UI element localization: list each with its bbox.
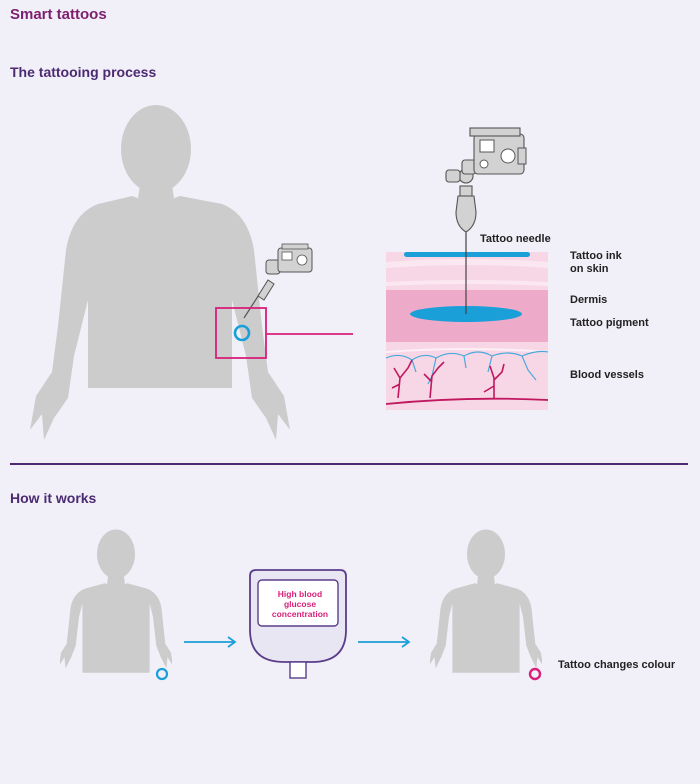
label-dermis: Dermis bbox=[570, 294, 608, 306]
label-tattoo-changes: Tattoo changes colour bbox=[558, 659, 676, 671]
human-figure-after bbox=[430, 529, 542, 673]
human-figure-before bbox=[60, 529, 172, 673]
section-title-process: The tattooing process bbox=[10, 64, 157, 80]
human-figure-large bbox=[30, 105, 290, 440]
skin-cross-section bbox=[385, 232, 549, 410]
label-tattoo-ink: Tattoo ink on skin bbox=[570, 250, 622, 275]
label-tattoo-needle: Tattoo needle bbox=[480, 233, 551, 245]
section-title-how-it-works: How it works bbox=[10, 490, 97, 506]
arrow-right-icon bbox=[184, 636, 237, 648]
arrow-right-icon bbox=[358, 636, 411, 648]
glucose-meter-device bbox=[249, 569, 347, 679]
section-divider bbox=[10, 463, 688, 465]
tattoo-machine-large-icon bbox=[445, 127, 527, 233]
label-blood-vessels: Blood vessels bbox=[570, 369, 644, 381]
device-screen-text: High blood glucose concentration bbox=[271, 589, 329, 619]
tattoo-highlight-box bbox=[215, 307, 267, 359]
page-title: Smart tattoos bbox=[10, 6, 107, 23]
tattoo-blue-ring bbox=[233, 324, 251, 342]
label-tattoo-pigment: Tattoo pigment bbox=[570, 317, 649, 329]
tattoo-blue-ring-small bbox=[155, 667, 169, 681]
tattoo-machine-small-icon bbox=[243, 243, 313, 319]
tattoo-pink-ring-small bbox=[528, 667, 542, 681]
